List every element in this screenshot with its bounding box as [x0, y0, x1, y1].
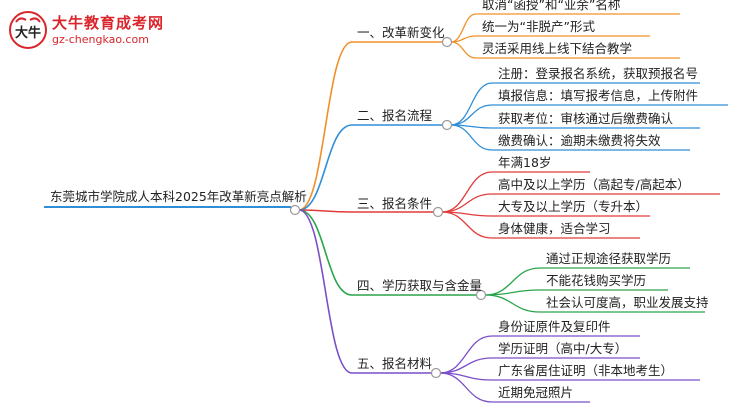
branch-link-3	[298, 209, 353, 213]
child-label-3-3: 大专及以上学历（专升本）	[498, 199, 649, 214]
child-label-2-1: 注册：登录报名系统，获取预报名号	[498, 66, 699, 81]
child-label-4-3: 社会认可度高，职业发展支持	[546, 295, 709, 310]
child-label-5-4: 近期免冠照片	[498, 385, 574, 400]
child-link-1-1	[450, 13, 477, 43]
logo-mark-text: 大牛	[15, 25, 41, 41]
child-label-3-1: 年满18岁	[498, 155, 552, 170]
branch-node-5	[430, 367, 442, 379]
root-node-label: 东莞城市学院成人本科2025年改革新亮点解析	[50, 189, 307, 204]
child-link-3-1	[441, 171, 493, 213]
child-label-1-1: 取消“函授”和“业余”名称	[482, 0, 621, 12]
child-label-1-3: 灵活采用线上线下结合教学	[482, 41, 633, 56]
branch-label-2: 二、报名流程	[357, 108, 433, 123]
child-label-3-2: 高中及以上学历（高起专/高起本）	[498, 177, 690, 192]
child-link-1-3	[450, 41, 477, 59]
child-link-4-1	[484, 267, 541, 296]
branch-link-2	[298, 124, 353, 211]
branch-link-1	[298, 41, 353, 211]
root-node	[289, 204, 301, 216]
branch-node-4	[475, 289, 487, 301]
child-label-2-3: 获取考位：审核通过后缴费确认	[498, 111, 674, 126]
child-link-5-2	[439, 357, 493, 374]
branch-label-3: 三、报名条件	[357, 196, 433, 211]
child-link-2-2	[450, 104, 493, 126]
branch-link-4	[298, 209, 353, 296]
branch-node-2	[441, 119, 453, 131]
child-link-3-4	[441, 211, 493, 239]
child-label-1-2: 统一为“非脱产”形式	[482, 19, 595, 34]
logo-title: 大牛教育成考网	[52, 14, 165, 32]
child-label-5-1: 身份证原件及复印件	[498, 319, 611, 334]
child-link-3-2	[441, 193, 493, 213]
branch-node-3	[432, 206, 444, 218]
child-label-2-4: 缴费确认：逾期未缴费将失效	[498, 133, 661, 148]
child-label-2-2: 填报信息：填写报考信息，上传附件	[498, 88, 699, 103]
child-label-4-1: 通过正规途径获取学历	[546, 251, 672, 266]
child-link-1-2	[450, 35, 477, 43]
bull-logo-icon: 大牛	[9, 11, 47, 49]
child-label-5-3: 广东省居住证明（非本地考生）	[498, 363, 674, 378]
child-link-2-1	[450, 82, 493, 126]
child-link-4-2	[484, 289, 541, 296]
branch-label-1: 一、改革新变化	[357, 25, 445, 40]
child-label-5-2: 学历证明（高中/大专）	[498, 341, 628, 356]
branch-link-5	[298, 209, 353, 374]
logo-url: gz-chengkao.com	[52, 33, 149, 46]
child-link-2-4	[450, 124, 493, 151]
child-label-4-2: 不能花钱购买学历	[546, 273, 647, 288]
child-link-4-3	[484, 294, 541, 313]
child-label-3-4: 身体健康，适合学习	[498, 221, 611, 236]
site-logo: 大牛 大牛教育成考网 gz-chengkao.com	[8, 10, 168, 52]
child-link-5-4	[439, 372, 493, 403]
branch-label-4: 四、学历获取与含金量	[357, 278, 483, 293]
branch-node-1	[441, 36, 453, 48]
branch-label-5: 五、报名材料	[357, 356, 433, 371]
child-link-5-1	[439, 335, 493, 374]
